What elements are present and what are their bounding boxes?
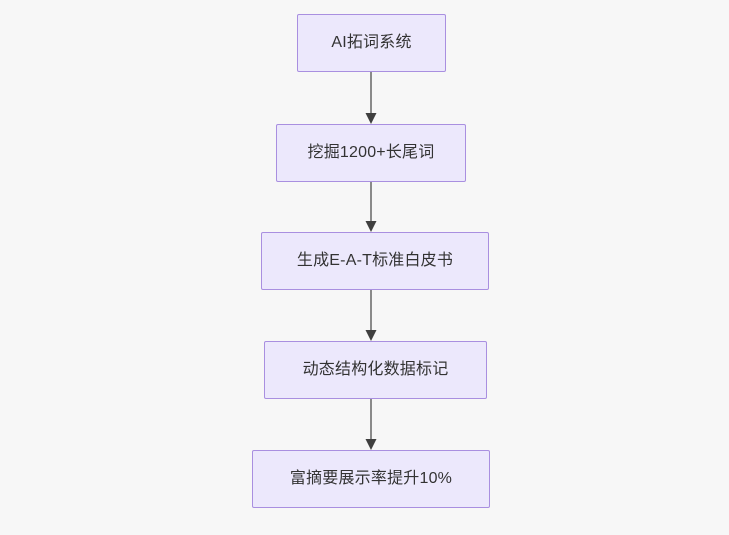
- node-label: 富摘要展示率提升10%: [289, 470, 453, 488]
- edge-n2-n3: [365, 180, 377, 232]
- node-label: 生成E-A-T标准白皮书: [296, 252, 454, 270]
- edge-n4-n5: [365, 397, 377, 450]
- node-label: 动态结构化数据标记: [302, 361, 449, 379]
- flowchart-node-rich-snippet-rate-increase[interactable]: 富摘要展示率提升10%: [252, 450, 490, 508]
- edge-n1-n2: [365, 70, 377, 124]
- flowchart-node-generate-eat-whitepaper[interactable]: 生成E-A-T标准白皮书: [261, 232, 489, 290]
- flowchart-node-dynamic-structured-data-markup[interactable]: 动态结构化数据标记: [264, 341, 487, 399]
- flowchart-node-mine-longtail-keywords[interactable]: 挖掘1200+长尾词: [276, 124, 466, 182]
- edge-n3-n4: [365, 288, 377, 341]
- node-label: AI拓词系统: [331, 34, 412, 52]
- flowchart-node-ai-keyword-system[interactable]: AI拓词系统: [297, 14, 446, 72]
- node-label: 挖掘1200+长尾词: [307, 144, 435, 162]
